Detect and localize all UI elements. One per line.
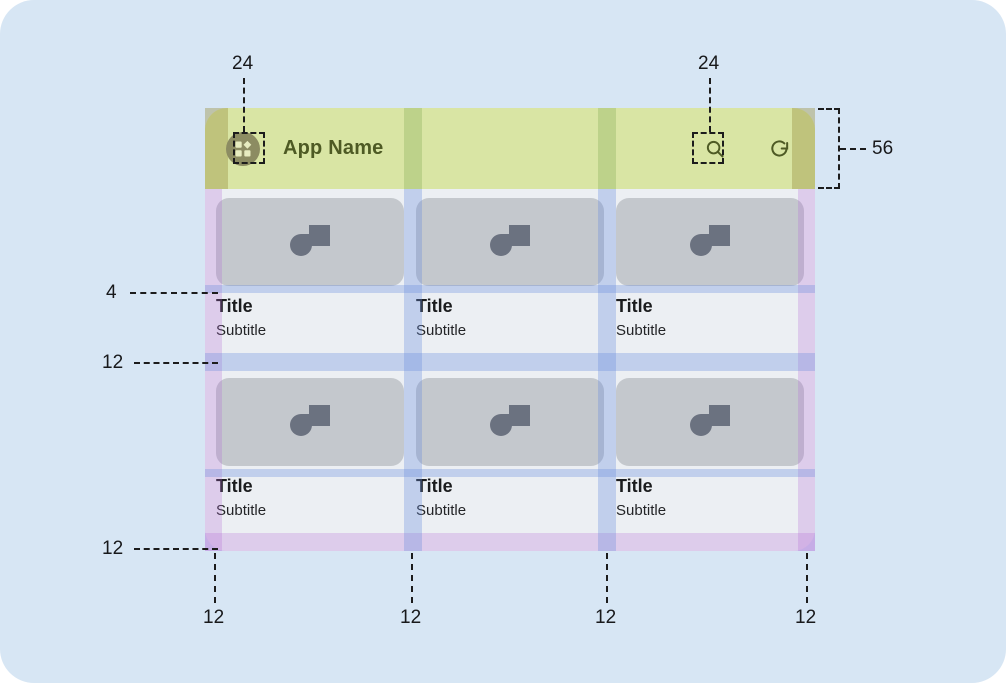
card-subtitle: Subtitle xyxy=(216,322,267,340)
image-placeholder-icon xyxy=(616,198,804,286)
card-title: Title xyxy=(616,296,653,316)
annotation-label-left-padding: 12 xyxy=(203,607,225,628)
card-subtitle: Subtitle xyxy=(416,502,467,520)
card-title: Title xyxy=(216,296,253,316)
card-title: Title xyxy=(216,476,253,496)
card-subtitle: Subtitle xyxy=(616,322,667,340)
card-item[interactable]: Title Subtitle xyxy=(616,198,804,360)
card-item[interactable]: Title Subtitle xyxy=(216,378,404,540)
annotation-label-gutter-1: 12 xyxy=(400,607,422,628)
annotation-leader-appbar-height xyxy=(840,148,866,150)
refresh-icon[interactable] xyxy=(766,136,792,162)
app-bar-title: App Name xyxy=(283,137,384,159)
annotation-label-row-gap: 12 xyxy=(102,352,124,373)
annotation-leader-row-gap xyxy=(134,362,218,364)
annotation-label-gutter-2: 12 xyxy=(595,607,617,628)
annotation-leader-media-title-gap xyxy=(130,292,218,294)
card-title: Title xyxy=(416,476,453,496)
annotation-label-leading-touch: 24 xyxy=(232,53,254,74)
card-title: Title xyxy=(416,296,453,316)
annotation-label-media-title-gap: 4 xyxy=(106,282,117,303)
annotation-label-right-padding: 12 xyxy=(795,607,817,628)
annotation-leader-gutter-1 xyxy=(411,553,413,603)
card-item[interactable]: Title Subtitle xyxy=(416,198,604,360)
annotation-leader-leading-touch xyxy=(243,78,245,132)
card-item[interactable]: Title Subtitle xyxy=(216,198,404,360)
annotation-label-bottom-padding: 12 xyxy=(102,538,124,559)
annotation-leader-right-padding xyxy=(806,553,808,603)
annotation-bracket-appbar-height xyxy=(818,108,840,189)
annotation-label-appbar-height: 56 xyxy=(872,138,894,159)
annotation-label-action-touch: 24 xyxy=(698,53,720,74)
search-icon[interactable] xyxy=(702,136,728,162)
image-placeholder-icon xyxy=(616,378,804,466)
card-subtitle: Subtitle xyxy=(216,502,267,520)
card-title: Title xyxy=(616,476,653,496)
image-placeholder-icon xyxy=(216,198,404,286)
annotation-leader-left-padding xyxy=(214,553,216,603)
card-grid: Title Subtitle Title Subtitle xyxy=(216,198,804,540)
app-bar-actions xyxy=(702,136,815,162)
app-grid-icon[interactable] xyxy=(226,131,260,166)
app-frame: App Name xyxy=(205,108,815,551)
card-item[interactable]: Title Subtitle xyxy=(616,378,804,540)
annotation-leader-gutter-2 xyxy=(606,553,608,603)
image-placeholder-icon xyxy=(216,378,404,466)
annotation-leader-bottom-padding xyxy=(134,548,218,550)
image-placeholder-icon xyxy=(416,378,604,466)
annotation-leader-action-touch xyxy=(709,78,711,132)
content-grid-body: Title Subtitle Title Subtitle xyxy=(205,189,815,551)
app-bar: App Name xyxy=(205,108,815,189)
image-placeholder-icon xyxy=(416,198,604,286)
card-subtitle: Subtitle xyxy=(416,322,467,340)
card-subtitle: Subtitle xyxy=(616,502,667,520)
card-item[interactable]: Title Subtitle xyxy=(416,378,604,540)
